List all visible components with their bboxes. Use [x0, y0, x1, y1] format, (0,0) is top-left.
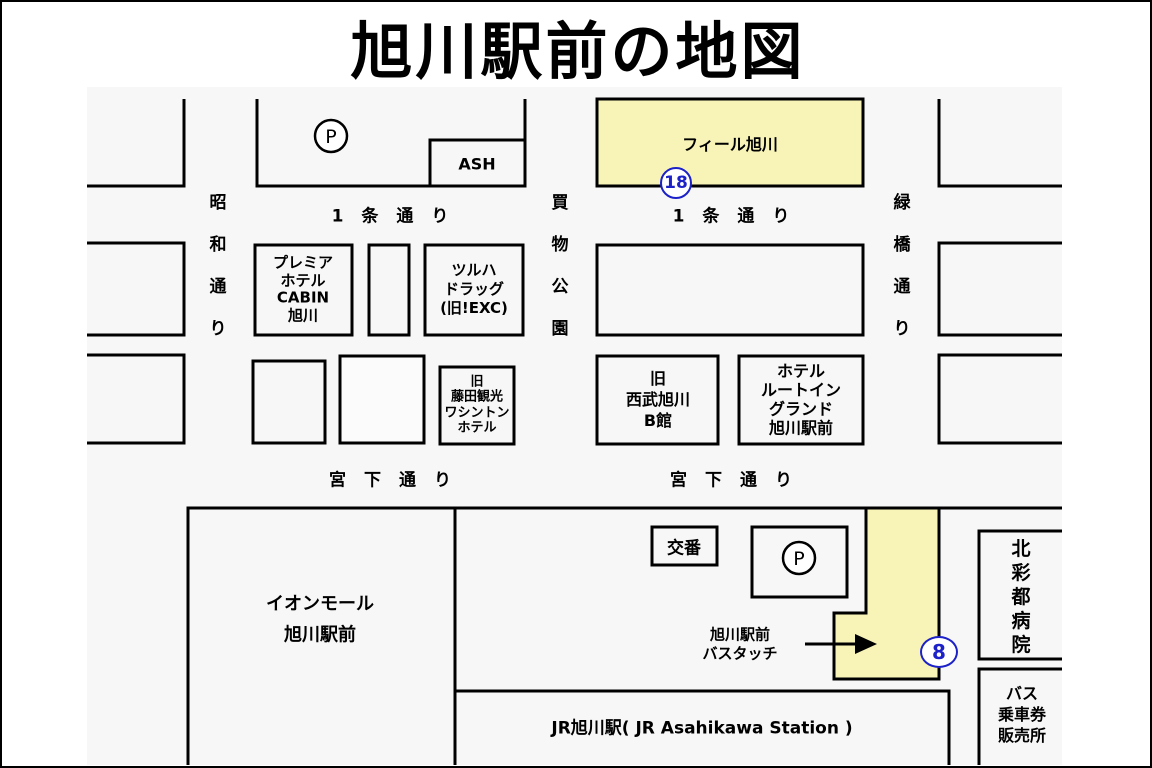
parking-bottom-circle: [781, 540, 817, 576]
ticket-office-outline: [977, 667, 1062, 765]
top-left-block-outline: [87, 99, 186, 188]
ash-building-outline: [428, 138, 527, 188]
hospital-label: 北彩都病院: [1011, 538, 1031, 656]
route-inn-building-outline: [737, 354, 865, 446]
aeon-mall-label: イオンモール旭川駅前: [266, 593, 374, 645]
route-badge-18: 18: [660, 167, 692, 199]
tsuruha-drug-label: ツルハドラッグ(旧!EXC): [440, 261, 508, 318]
koban-label: 交番: [667, 538, 701, 559]
mid-right-block-outline: [937, 241, 1062, 337]
jr-station-label: JR旭川駅( JR Asahikawa Station ): [551, 718, 853, 739]
premier-hotel-outline: [253, 243, 354, 337]
kaimono-park-label: 買物公園: [551, 193, 569, 339]
bus-touch-label: 旭川駅前バスタッチ: [702, 625, 778, 662]
fujita-washington-label: 旧藤田観光ワシントンホテル: [444, 374, 510, 436]
hospital-building-outline: [977, 529, 1062, 661]
feel-asahikawa-label: フィール旭川: [682, 135, 778, 154]
miyashita-street-label-left: 宮下通り: [329, 470, 451, 491]
low-block-b-outline: [338, 354, 426, 445]
map-drawing: [87, 97, 1062, 765]
mid-left-block-outline: [87, 241, 186, 337]
koban-building-outline: [650, 525, 719, 567]
showa-street-label: 昭和通り: [209, 193, 227, 339]
parking-icon-bottom: P: [793, 548, 805, 570]
page-title: 旭川駅前の地図: [350, 15, 806, 88]
seibu-building-outline: [595, 354, 720, 446]
bus-touch-arrow-head: [855, 634, 877, 654]
aeon-block-outline: [186, 506, 457, 765]
bus-ticket-office-label: バス乗車券販売所: [997, 683, 1047, 745]
tsuruha-building-outline: [423, 243, 525, 337]
midoribashi-street-label: 緑橋通り: [893, 193, 911, 339]
route-inn-label: ホテルルートイングランド旭川駅前: [760, 361, 842, 437]
low-block-a-outline: [251, 359, 327, 445]
feel-block: [595, 97, 865, 188]
parking-top-circle: [313, 118, 349, 154]
fujita-building-outline: [438, 365, 516, 446]
low-left-block-outline: [87, 353, 186, 445]
low-right-block-outline: [937, 353, 1062, 445]
jr-station-outline: [453, 689, 951, 765]
miyashita-street-label-right: 宮下通り: [670, 470, 792, 491]
parking-icon-top: P: [325, 126, 337, 148]
ash-label: ASH: [458, 154, 496, 174]
center-block-outline: [595, 243, 865, 337]
route-badge-8: 8: [920, 636, 958, 668]
top-right-block-outline: [937, 99, 1062, 188]
narrow-building-outline: [367, 243, 411, 337]
parking-bottom-outline: [750, 525, 849, 599]
